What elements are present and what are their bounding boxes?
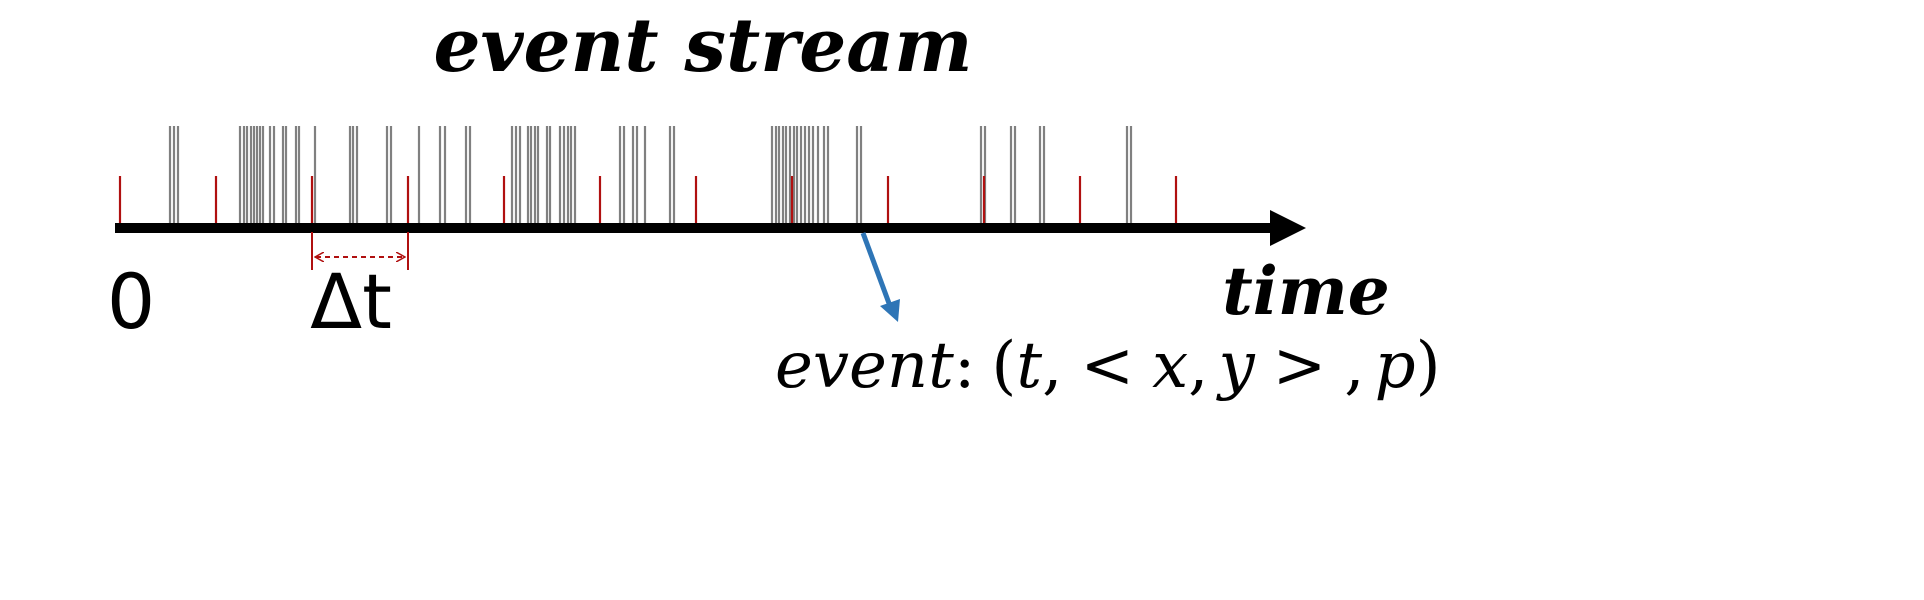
less-than: < [1080, 329, 1134, 403]
event-tuple-formula: event:(t,<x,y>,p) [775, 329, 1441, 403]
var-y: y [1216, 329, 1256, 403]
time-axis-arrowhead [1270, 210, 1306, 246]
close-paren: ) [1416, 329, 1441, 403]
delta-t-label: Δt [310, 257, 392, 346]
greater-than: > [1273, 329, 1327, 403]
event-pointer-line [860, 232, 893, 307]
event-pointer-arrowhead [880, 299, 900, 322]
comma-1: , [1042, 329, 1062, 403]
var-p: p [1375, 329, 1416, 403]
open-paren: ( [991, 329, 1016, 403]
event-colon: : [954, 329, 976, 403]
var-x: x [1152, 329, 1188, 403]
var-t: t [1016, 329, 1042, 403]
event-pointer [860, 232, 900, 322]
delta-t-bracket [311, 232, 409, 270]
event-name: event [775, 329, 954, 403]
comma-3: , [1344, 329, 1364, 403]
comma-2: , [1188, 329, 1208, 403]
interval-ticks-group [118, 176, 1178, 224]
origin-label: 0 [107, 257, 155, 346]
time-axis-label: time [1222, 252, 1389, 330]
diagram-title: event stream [433, 3, 972, 89]
event-lines-group [168, 126, 1133, 224]
